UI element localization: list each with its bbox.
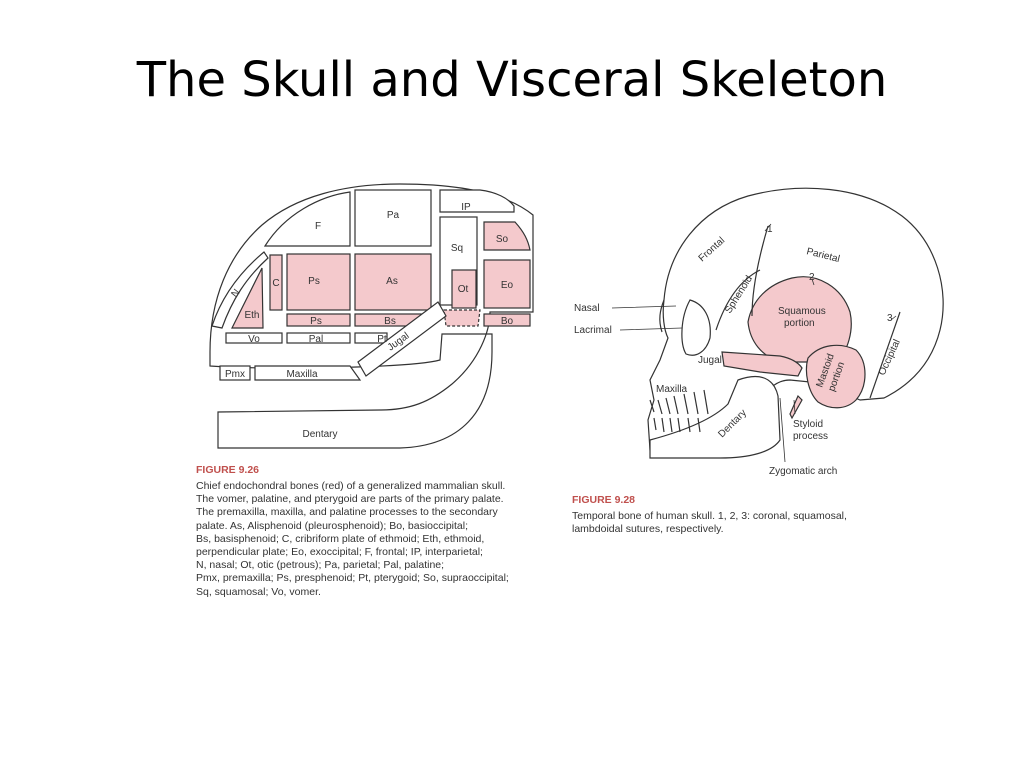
label-styloid-2: process (793, 431, 828, 442)
figure-9-26-number: FIGURE 9.26 (196, 464, 260, 476)
label-jugal: Jugal (698, 355, 722, 366)
otic-dashed-region (443, 309, 481, 327)
human-skull-diagram (611, 187, 944, 463)
bone-premaxilla (219, 365, 251, 381)
bone-parietal (354, 189, 432, 247)
label-zygomatic-arch: Zygomatic arch (769, 466, 837, 477)
label-Ps-lower: Ps (310, 316, 322, 327)
label-squamous-1: Squamous (778, 306, 826, 317)
label-Vo: Vo (248, 334, 260, 345)
caption-line: lambdoidal sutures, respectively. (572, 523, 724, 536)
caption-line: The premaxilla, maxilla, and palatine pr… (196, 506, 498, 519)
label-Pal: Pal (309, 334, 323, 345)
label-Eth: Eth (244, 310, 259, 321)
leader-lines (611, 223, 897, 463)
lambdoidal-suture (869, 311, 901, 399)
bone-otic (451, 269, 477, 309)
bone-basioccipital (483, 313, 531, 327)
label-Sq: Sq (451, 243, 463, 254)
label-styloid-1: Styloid (793, 419, 823, 430)
label-IP: IP (461, 202, 471, 213)
label-Pt: Pt (377, 334, 387, 345)
caption-line: palate. As, Alisphenoid (pleurosphenoid)… (196, 519, 469, 532)
label-nasal: Nasal (574, 303, 600, 314)
label-C: C (272, 278, 279, 289)
bone-ethmoid (231, 267, 264, 329)
slide-title: The Skull and Visceral Skeleton (136, 52, 888, 108)
bone-exoccipital (483, 259, 531, 309)
label-Dentary: Dentary (302, 429, 337, 440)
caption-line: Bs, basisphenoid; C, cribriform plate of… (196, 532, 485, 545)
left-diagram-labels: F Pa IP So Sq N C Ps As Ot Eo Eth Ps Bs … (225, 202, 514, 440)
orbit (681, 299, 711, 356)
sphenoid-outline (715, 269, 761, 331)
bone-frontal (263, 191, 351, 247)
label-Bo: Bo (501, 316, 514, 327)
caption-line: Pmx, premaxilla; Ps, presphenoid; Pt, pt… (196, 572, 509, 585)
label-squamous-2: portion (784, 318, 815, 329)
figure-9-28-caption: Temporal bone of human skull. 1, 2, 3: c… (572, 510, 892, 536)
bone-vomer (225, 332, 283, 344)
label-suture-3: 3 (887, 313, 893, 324)
caption-line: The vomer, palatine, and pterygoid are p… (196, 493, 504, 506)
mastoid-portion (805, 344, 866, 409)
bone-jugal (357, 301, 447, 377)
caption-line: Temporal bone of human skull. 1, 2, 3: c… (572, 510, 847, 522)
bone-presphenoid-lower (286, 313, 351, 327)
label-So: So (496, 234, 509, 245)
figure-9-26-caption: Chief endochondral bones (red) of a gene… (196, 480, 556, 599)
label-Eo: Eo (501, 280, 514, 291)
label-suture-2: 2 (809, 272, 815, 283)
figure-9-28-number: FIGURE 9.28 (572, 494, 636, 506)
label-Pa: Pa (387, 210, 400, 221)
bone-pterygoid (354, 332, 388, 344)
zygomatic-process (721, 351, 803, 377)
label-Pmx: Pmx (225, 369, 245, 380)
bone-interparietal (439, 189, 515, 213)
label-lacrimal: Lacrimal (574, 325, 612, 336)
styloid-process-shape (789, 394, 803, 420)
label-Ps: Ps (308, 276, 320, 287)
label-As: As (386, 276, 398, 287)
label-maxilla: Maxilla (656, 384, 688, 395)
bone-maxilla (254, 365, 362, 381)
label-Ot: Ot (458, 284, 469, 295)
label-Maxilla: Maxilla (286, 369, 318, 380)
bone-alisphenoid (354, 253, 432, 311)
bone-nasal (211, 251, 269, 329)
bone-cribriform (269, 254, 283, 311)
caption-line: N, nasal; Ot, otic (petrous); Pa, pariet… (196, 559, 445, 572)
label-Bs: Bs (384, 316, 396, 327)
mandible (649, 375, 781, 459)
bone-presphenoid-upper (286, 253, 351, 311)
caption-line: perpendicular plate; Eo, exoccipital; F,… (196, 546, 483, 559)
label-F: F (315, 221, 321, 232)
label-suture-1: 1 (767, 224, 773, 235)
lower-teeth (653, 417, 701, 433)
caption-line: Sq, squamosal; Vo, vomer. (196, 585, 321, 598)
coronal-suture (751, 225, 769, 317)
bone-palatine (286, 332, 351, 344)
generalized-skull-diagram (209, 183, 534, 449)
caption-line: Chief endochondral bones (red) of a gene… (196, 480, 506, 492)
bone-supraoccipital (483, 221, 531, 251)
upper-teeth (649, 389, 709, 415)
